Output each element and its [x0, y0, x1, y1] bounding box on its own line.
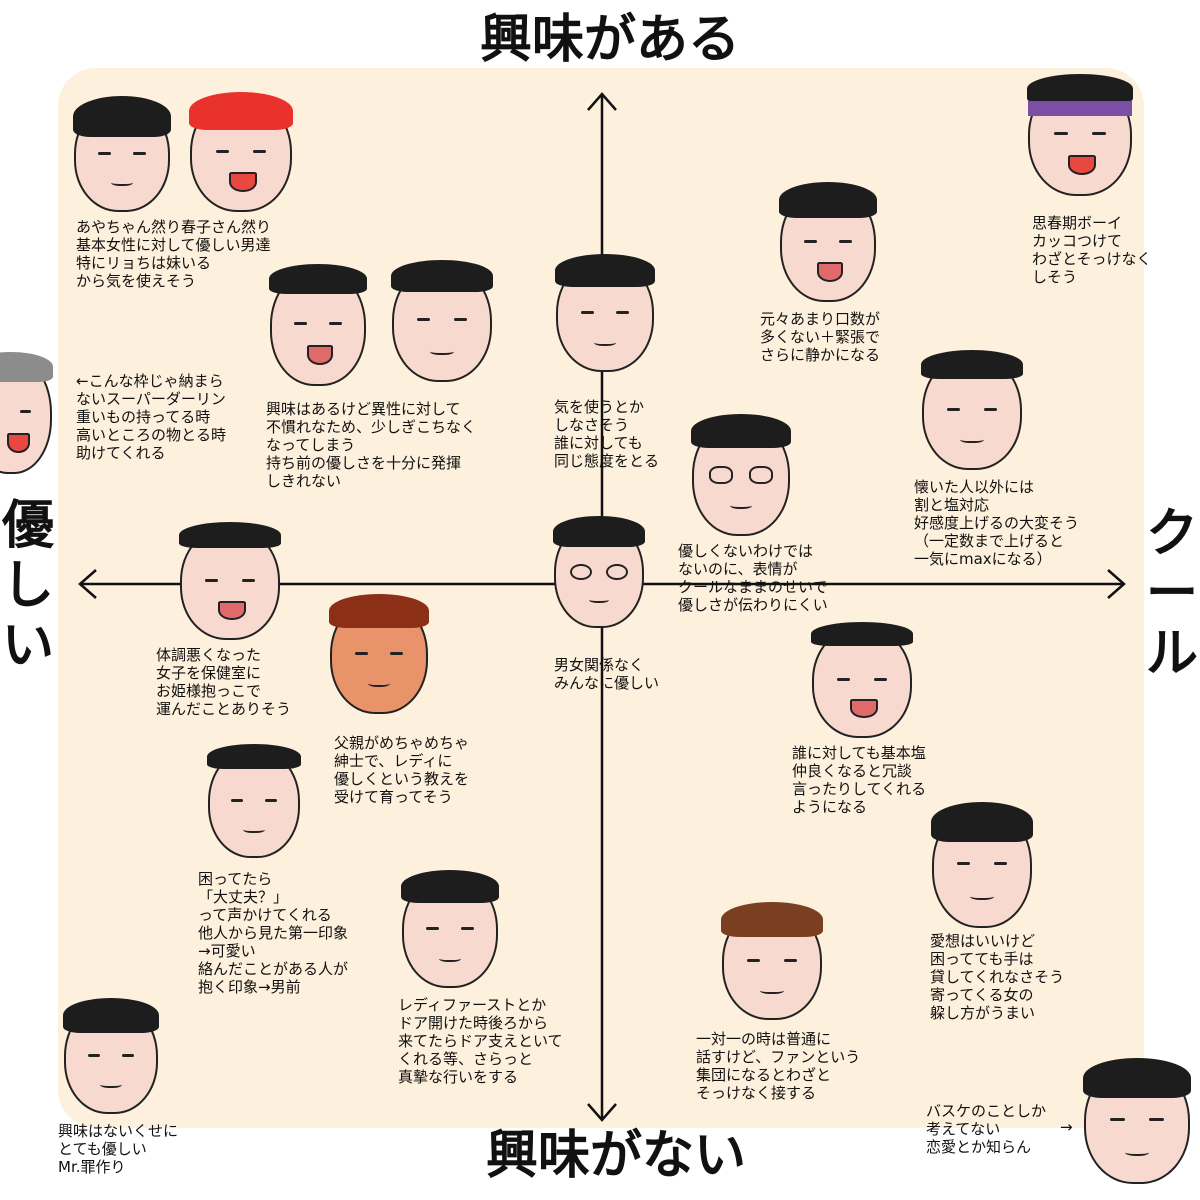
note-quiet: 元々あまり口数が 多くない＋緊張で さらに静かになる [760, 310, 880, 364]
note-princess-carry: 体調悪くなった 女子を保健室に お姫様抱っこで 運んだことありそう [156, 646, 291, 718]
character-face-spiky-right [932, 806, 1032, 928]
character-face-slick-hair [402, 874, 498, 988]
axis-label-left: 優しい [0, 496, 56, 676]
axis-label-right: クール [1144, 504, 1200, 684]
character-face-curly [74, 100, 170, 212]
note-dodge: 愛想はいいけど 困ってても手は 貸してくれなさそう 寄ってくる女の 躱し方がうま… [930, 932, 1064, 1022]
character-face-wide-mouth [180, 526, 280, 640]
note-salty: 懐いた人以外には 割と塩対応 好感度上げるの大変そう （一定数まで上げると 一気… [914, 478, 1079, 568]
note-basketball-only: バスケのことしか 考えてない 恋愛とか知らん [926, 1102, 1046, 1156]
note-kind-to-all: 男女関係なく みんなに優しい [554, 656, 659, 692]
character-face-short-hair [208, 748, 300, 858]
note-cool-face: 優しくないわけでは ないのに、表情が クールなままのせいで 優しさが伝わりにくい [678, 542, 828, 614]
note-awkward-pair: 興味はあるけど異性に対して 不慣れなため、少しぎこちなく なってしまう 持ち前の… [266, 400, 476, 490]
note-ladies-first: レディファーストとか ドア開けた時後ろから 来てたらドア支えといて くれる等、さ… [398, 996, 563, 1086]
character-face-center-top [556, 258, 654, 372]
note-are-you-ok: 困ってたら 「大丈夫？」 って声かけてくれる 他人から見た第一印象 →可愛い 絡… [198, 870, 348, 996]
character-face-tan-pompadour [330, 598, 428, 714]
character-face-buzzcut-right [922, 354, 1022, 470]
character-face-bottom-left [64, 1002, 158, 1114]
character-face-tall-jaw [270, 268, 366, 386]
note-gentleman-father: 父親がめちゃめちゃ 紳士で、レディに 優しくという教えを 受けて育ってそう [334, 734, 469, 806]
character-face-round-glasses [554, 520, 644, 628]
note-jokes: 誰に対しても基本塩 仲良くなると冗談 言ったりしてくれる ようになる [792, 744, 926, 816]
note-same-attitude: 気を使うとか しなさそう 誰に対しても 同じ態度をとる [554, 398, 659, 470]
arrow-right-icon: → [1060, 1118, 1073, 1136]
note-mr-sinmaker: 興味はないくせに とても優しい Mr.罪作り [58, 1122, 178, 1176]
note-puberty-boy: 思春期ボーイ カッコつけて わざとそっけなく しそう [1032, 214, 1152, 286]
character-face-shaved [392, 264, 492, 382]
character-face-square-glasses [692, 418, 790, 536]
note-fans: 一対一の時は普通に 話すけど、ファンという 集団になるとわざと そっけなく接する [696, 1030, 860, 1102]
character-face-red-hair [190, 96, 292, 212]
axis-label-bottom: 興味がない [486, 1130, 746, 1182]
axis-label-top: 興味がある [480, 14, 740, 66]
character-face-brown-hair [722, 906, 822, 1020]
note-ryota-sakuragi: あやちゃん然り春子さん然り 基本女性に対して優しい男達 特にリョちは妹いる から… [76, 218, 271, 290]
note-super-darling: ←こんな枠じゃ納まら ないスーパーダーリン 重いもの持ってる時 高いところの物と… [76, 372, 226, 462]
character-face-spiky-top [780, 186, 876, 302]
character-face-center-right [812, 626, 912, 738]
character-face-bottom-right [1084, 1062, 1190, 1184]
character-face-headband [1028, 78, 1132, 196]
